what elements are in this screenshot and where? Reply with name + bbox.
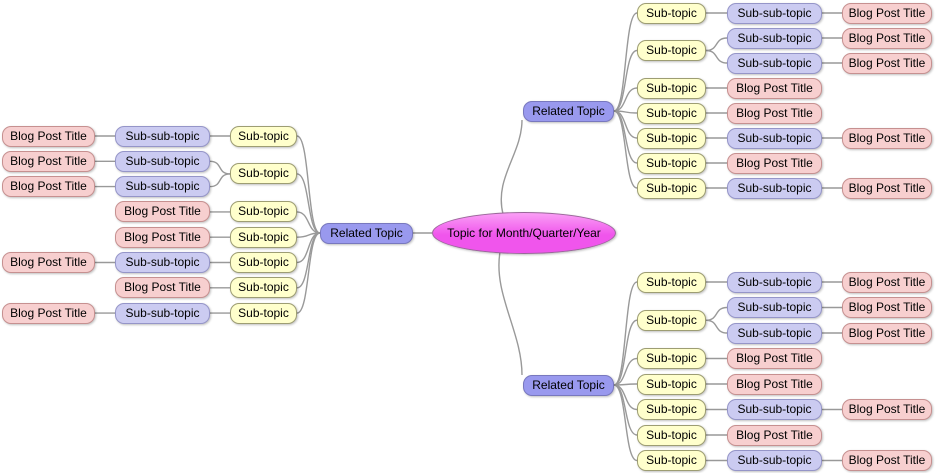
blog-post-title-node[interactable]: Blog Post Title xyxy=(842,52,932,74)
blog-post-title-node[interactable]: Blog Post Title xyxy=(2,125,95,147)
blog-post-title-node[interactable]: Blog Post Title xyxy=(842,127,932,149)
connector-line xyxy=(209,173,231,188)
connector-line xyxy=(296,232,321,314)
sub-subtopic-node[interactable]: Sub-sub-topic xyxy=(727,27,822,49)
blog-post-title-node[interactable]: Blog Post Title xyxy=(842,177,932,199)
subtopic-node[interactable]: Sub-topic xyxy=(637,373,706,395)
subtopic-node[interactable]: Sub-topic xyxy=(637,348,706,369)
blog-post-title-node[interactable]: Blog Post Title xyxy=(115,277,210,299)
connector-line xyxy=(613,384,638,411)
sub-subtopic-node[interactable]: Sub-sub-topic xyxy=(115,176,210,198)
connector-line xyxy=(296,173,321,234)
connector-line xyxy=(613,49,638,112)
blog-post-title-node[interactable]: Blog Post Title xyxy=(727,102,822,124)
sub-subtopic-node[interactable]: Sub-sub-topic xyxy=(727,322,822,344)
blog-post-title-node[interactable]: Blog Post Title xyxy=(2,176,95,198)
connector-line xyxy=(613,12,638,112)
sub-subtopic-node[interactable]: Sub-sub-topic xyxy=(115,150,210,172)
connector-line xyxy=(209,160,231,175)
connector-line xyxy=(705,37,728,52)
blog-post-title-node[interactable]: Blog Post Title xyxy=(842,450,932,471)
connector-line xyxy=(613,357,638,386)
sub-subtopic-node[interactable]: Sub-sub-topic xyxy=(115,125,210,147)
sub-subtopic-node[interactable]: Sub-sub-topic xyxy=(727,271,822,293)
related-topic-node[interactable]: Related Topic xyxy=(523,100,614,122)
connector-line xyxy=(613,87,638,112)
connector-line xyxy=(613,319,638,386)
sub-subtopic-node[interactable]: Sub-sub-topic xyxy=(727,2,822,24)
blog-post-title-node[interactable]: Blog Post Title xyxy=(842,2,932,24)
blog-post-title-node[interactable]: Blog Post Title xyxy=(727,373,822,395)
sub-subtopic-node[interactable]: Sub-sub-topic xyxy=(115,252,210,273)
blog-post-title-node[interactable]: Blog Post Title xyxy=(842,399,932,420)
subtopic-node[interactable]: Sub-topic xyxy=(637,2,706,24)
subtopic-node[interactable]: Sub-topic xyxy=(637,450,706,471)
subtopic-node[interactable]: Sub-topic xyxy=(637,399,706,420)
subtopic-node[interactable]: Sub-topic xyxy=(637,77,706,99)
related-topic-node[interactable]: Related Topic xyxy=(320,222,413,244)
blog-post-title-node[interactable]: Blog Post Title xyxy=(727,152,822,174)
subtopic-node[interactable]: Sub-topic xyxy=(637,271,706,293)
subtopic-node[interactable]: Sub-topic xyxy=(637,102,706,124)
subtopic-node[interactable]: Sub-topic xyxy=(230,125,297,147)
root-topic-node[interactable]: Topic for Month/Quarter/Year xyxy=(432,212,616,254)
sub-subtopic-node[interactable]: Sub-sub-topic xyxy=(727,127,822,149)
blog-post-title-node[interactable]: Blog Post Title xyxy=(2,252,95,273)
blog-post-title-node[interactable]: Blog Post Title xyxy=(115,226,210,248)
blog-post-title-node[interactable]: Blog Post Title xyxy=(2,150,95,172)
subtopic-node[interactable]: Sub-topic xyxy=(230,163,297,185)
subtopic-node[interactable]: Sub-topic xyxy=(637,177,706,199)
connector-line xyxy=(613,281,638,386)
blog-post-title-node[interactable]: Blog Post Title xyxy=(842,322,932,344)
subtopic-node[interactable]: Sub-topic xyxy=(230,252,297,273)
sub-subtopic-node[interactable]: Sub-sub-topic xyxy=(727,297,822,318)
subtopic-node[interactable]: Sub-topic xyxy=(637,424,706,446)
sub-subtopic-node[interactable]: Sub-sub-topic xyxy=(727,399,822,420)
connector-line xyxy=(296,211,321,234)
related-topic-node[interactable]: Related Topic xyxy=(523,374,614,396)
blog-post-title-node[interactable]: Blog Post Title xyxy=(115,201,210,223)
connector-line xyxy=(705,319,728,334)
subtopic-node[interactable]: Sub-topic xyxy=(230,302,297,324)
blog-post-title-node[interactable]: Blog Post Title xyxy=(2,302,95,324)
connector-line xyxy=(705,306,728,321)
sub-subtopic-node[interactable]: Sub-sub-topic xyxy=(727,450,822,471)
connector-line xyxy=(498,251,523,376)
subtopic-node[interactable]: Sub-topic xyxy=(230,277,297,299)
connector-line xyxy=(500,119,523,215)
sub-subtopic-node[interactable]: Sub-sub-topic xyxy=(727,52,822,74)
blog-post-title-node[interactable]: Blog Post Title xyxy=(842,297,932,318)
blog-post-title-node[interactable]: Blog Post Title xyxy=(727,77,822,99)
blog-post-title-node[interactable]: Blog Post Title xyxy=(842,271,932,293)
connector-line xyxy=(613,110,638,189)
subtopic-node[interactable]: Sub-topic xyxy=(637,152,706,174)
connector-line xyxy=(613,384,638,462)
blog-post-title-node[interactable]: Blog Post Title xyxy=(727,348,822,369)
blog-post-title-node[interactable]: Blog Post Title xyxy=(727,424,822,446)
subtopic-node[interactable]: Sub-topic xyxy=(637,309,706,331)
subtopic-node[interactable]: Sub-topic xyxy=(230,226,297,248)
connector-line xyxy=(705,49,728,64)
connector-line xyxy=(296,232,321,289)
connector-line xyxy=(296,135,321,234)
subtopic-node[interactable]: Sub-topic xyxy=(637,40,706,61)
blog-post-title-node[interactable]: Blog Post Title xyxy=(842,27,932,49)
sub-subtopic-node[interactable]: Sub-sub-topic xyxy=(727,177,822,199)
sub-subtopic-node[interactable]: Sub-sub-topic xyxy=(115,302,210,324)
subtopic-node[interactable]: Sub-topic xyxy=(637,127,706,149)
subtopic-node[interactable]: Sub-topic xyxy=(230,201,297,223)
